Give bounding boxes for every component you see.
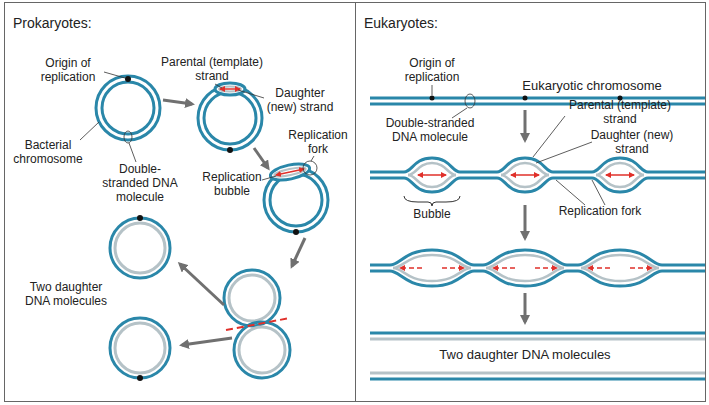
daughter-strand [239,327,285,373]
text-label: Daughter (new) strand [260,86,340,114]
text-label: Origin of replication [392,56,472,84]
process-arrow [524,293,527,322]
direction-arrow [220,88,230,90]
dna-strand [234,322,290,378]
direction-arrow [230,88,240,90]
callout-ellipse [465,94,475,108]
daughter-strand [219,87,241,92]
dna-strand [224,270,280,326]
direction-arrow [442,267,464,269]
daughter-strand [408,175,644,187]
text-label: Double-stranded DNA molecule [380,116,480,144]
leader-line [262,176,276,180]
direction-arrow [525,174,539,176]
daughter-strand [393,268,659,281]
text-label: Bubble [402,207,462,221]
leader-line [215,84,222,88]
callout-ellipse [124,131,132,143]
text-label: Parental (template) strand [156,55,268,83]
dna-strand [370,378,705,381]
direction-arrow [535,267,557,269]
replication-bubble [215,83,245,95]
text-label: Double-stranded DNA molecule [100,162,180,204]
dna-strand [204,92,256,144]
text-label: Daughter (new) strand [587,128,677,156]
text-label: Origin of replication [23,56,113,84]
panel-heading: Eukaryotes: [364,15,438,31]
dna-strand [110,218,170,278]
direction-arrow [511,174,525,176]
process-arrow [254,148,268,168]
text-label: Replication bubble [197,170,267,198]
process-arrow [180,264,224,305]
leader-line [533,116,565,157]
bracket [404,196,460,206]
leader-line [556,180,585,205]
dna-strand [370,178,705,192]
text-label: Eukaryotic chromosome [492,78,692,93]
origin-dot [137,375,143,381]
dna-strand [102,82,154,134]
origin-dot [137,215,143,221]
text-label: Replication fork [283,128,353,156]
direction-arrow [606,174,620,176]
direction-arrow [418,174,432,176]
direction-arrow [630,267,652,269]
leader-line [80,122,99,140]
direction-arrow [588,267,610,269]
process-arrow [163,100,192,104]
daughter-strand [370,372,705,375]
text-label: Two daughter DNA molecules [405,347,645,362]
callout-circle [303,161,317,175]
dna-strand [270,174,322,226]
origin-dot [523,96,528,101]
dna-strand [110,318,170,378]
origin-dot [125,76,131,82]
dna-strand [96,76,160,140]
direction-arrow [400,267,422,269]
daughter-strand [115,323,165,373]
leader-line [129,143,136,162]
direction-arrow [290,169,304,172]
text-label: Two daughter DNA molecules [20,280,112,308]
direction-arrow [620,174,634,176]
process-arrow [182,338,232,345]
daughter-strand [115,223,165,273]
separation-line [226,318,290,330]
leader-line [592,180,605,205]
leader-line [104,72,125,78]
daughter-strand [370,338,705,341]
process-arrow [524,205,527,238]
origin-dot [227,147,233,153]
direction-arrow [432,174,446,176]
origin-dot [293,229,299,235]
daughter-strand [274,166,307,179]
text-label: Bacterial chromosome [11,138,86,166]
daughter-strand [229,275,275,321]
text-label: Replication fork [550,204,650,218]
leader-line [536,142,592,163]
leader-line [238,90,264,98]
daughter-strand [408,163,644,175]
daughter-strand [393,255,659,268]
dna-strand [370,158,705,172]
origin-dot [430,96,435,101]
leader-line [432,85,433,95]
direction-arrow [493,267,515,269]
panel-box: Eukaryotes: [355,2,706,402]
process-arrow [292,238,305,266]
direction-arrow [276,172,290,175]
text-label: Parental (template) strand [563,98,678,126]
leader-line [311,156,314,161]
process-arrow [524,110,527,140]
dna-strand [370,332,705,335]
panel-heading: Prokaryotes: [13,15,92,31]
